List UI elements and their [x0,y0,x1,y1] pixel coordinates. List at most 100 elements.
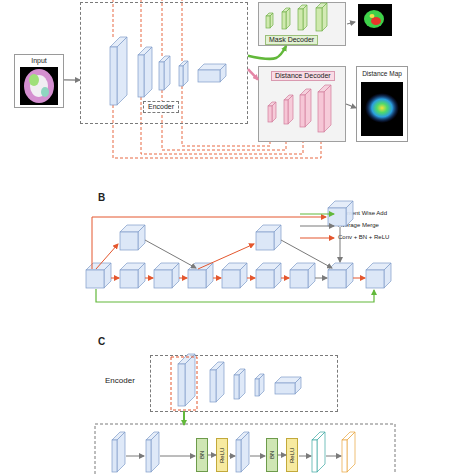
slab-front [120,270,138,288]
slab-top [300,89,311,95]
layer-slab [120,225,145,250]
slab-front [236,440,241,472]
legend-arrow [300,237,334,238]
slab-top [282,8,290,12]
slab-side [324,85,331,132]
slab-side [272,102,276,122]
layer-slab [318,85,331,132]
layer-slab [300,89,311,127]
block-arrow [229,456,235,457]
slab-side [172,263,179,288]
slab-top [275,377,301,383]
connector-arrow [278,455,286,456]
layer-slab [234,369,245,399]
block-arrow [198,244,254,269]
slab-front [312,440,317,472]
slab-front [284,100,288,124]
slab-top [268,102,276,106]
block-arrow [315,278,327,279]
skip-connection [113,0,114,37]
layer-slab [178,354,195,406]
legend-arrow [300,213,334,214]
layer-slab [222,263,247,288]
layer-slab [268,102,276,122]
slab-front [159,62,164,90]
slab-top [290,263,315,270]
connector-arrow [248,46,286,59]
block-arrow [281,240,332,268]
slab-side [322,3,327,31]
brain-shape [29,74,39,86]
node-label: Encoder [105,376,135,385]
block-arrow [145,240,196,268]
block-arrow [96,244,118,269]
slab-side [259,374,264,396]
slab-side [288,95,293,124]
slab-side [274,225,281,250]
layer-slab [312,432,325,472]
slab-top [154,263,179,270]
slab-top [159,56,170,62]
slab-front [120,232,138,250]
highlight-box [171,357,197,410]
block-arrow [340,227,341,262]
slab-top [198,64,226,70]
layer-slab [342,432,355,472]
slab-top [342,432,355,440]
block-arrow [213,278,221,279]
block-arrow [326,456,341,457]
brain-shape [30,75,48,97]
slab-side [117,37,127,105]
slab-front [222,270,240,288]
layer-slab [275,377,301,394]
brain-shape [41,87,49,97]
layer-slab [328,201,353,226]
layer-slab [120,263,145,288]
slab-front [342,440,347,472]
slab-side [286,8,290,29]
slab-side [347,432,355,472]
slab-front [112,440,117,472]
slab-side [104,263,111,288]
slab-top [178,354,195,364]
skip-connection [162,0,163,56]
legend-text: Average Merge [338,222,379,229]
slab-top [138,47,152,55]
layer-slab [236,432,249,472]
slab-side [305,89,311,127]
slab-side [295,377,301,394]
slab-top [234,369,245,375]
slab-top [179,61,188,66]
slab-top [120,263,145,270]
skip-connection [141,0,142,47]
slab-front [300,95,305,127]
slab-side [185,354,195,406]
slab-front [266,16,270,28]
legend-text: Conv + BN + ReLU [338,234,389,241]
detail-box [95,424,395,474]
slab-side [241,432,249,472]
slab-side [216,362,224,402]
slab-top [256,225,281,232]
encoder-group: Encoder [80,2,248,124]
layer-slab [298,5,307,30]
layer-slab [256,263,281,288]
slab-top [284,95,293,100]
output-arrow [347,22,355,24]
slab-top [328,263,353,270]
slab-top [112,432,125,440]
distance-map-box: Distance Map [356,66,408,142]
layer-slab [328,263,353,288]
layer-slab [159,56,170,90]
connector-arrow [248,69,258,80]
mask-region [371,17,381,25]
layer-slab [110,37,127,105]
slab-side [138,225,145,250]
layer-slab [255,374,264,396]
slab-front [318,92,324,132]
slab-front [146,440,151,472]
slab-top [120,225,145,232]
slab-front [255,379,259,396]
slab-front [234,375,239,399]
